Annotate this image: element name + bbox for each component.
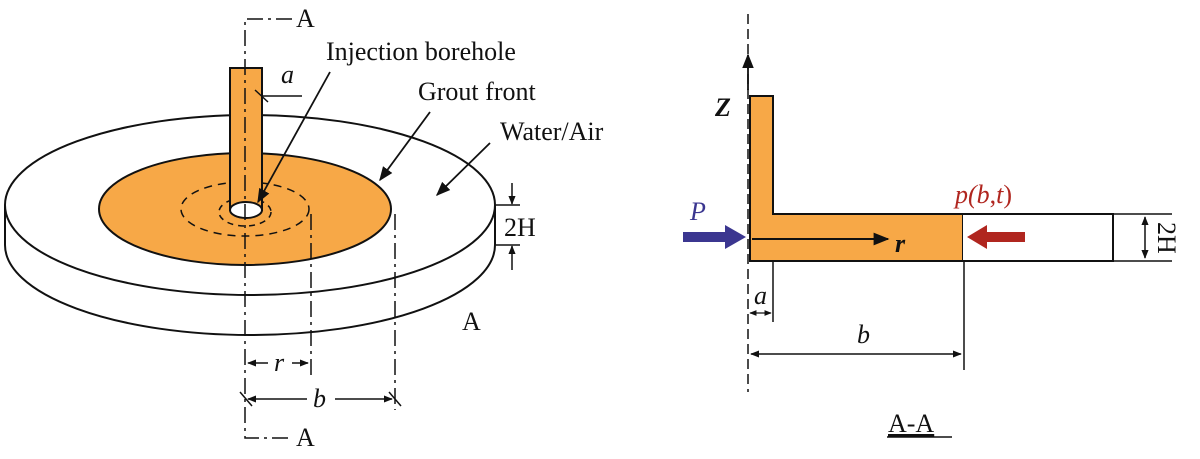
r-label: r xyxy=(274,348,285,377)
section-b-label: b xyxy=(857,320,870,349)
borehole-column xyxy=(229,67,263,211)
fracture-section xyxy=(963,213,1114,262)
water-label: Water/Air xyxy=(500,117,604,146)
section-line xyxy=(244,18,292,439)
grout-section xyxy=(749,95,964,262)
grout-front-arrow xyxy=(379,111,431,182)
injection-pressure-arrow xyxy=(683,225,746,249)
b-tick-right xyxy=(388,391,402,407)
section-thickness-label: 2H xyxy=(1152,222,1181,254)
b-tick-left xyxy=(239,391,253,407)
left-3d-view: A A A a Injection borehole Grout front W… xyxy=(4,4,604,452)
grout-front-label: Grout front xyxy=(418,77,536,106)
a-label: a xyxy=(281,60,294,89)
section-label-bottom: A xyxy=(296,423,315,452)
section-label-top: A xyxy=(296,4,315,33)
hidden-borehole-ellipse xyxy=(218,197,272,227)
P-label: P xyxy=(689,197,706,226)
injection-label: Injection borehole xyxy=(326,37,516,66)
section-a-label: a xyxy=(754,281,767,310)
section-label-right: A xyxy=(462,307,481,336)
section-caption: A-A xyxy=(888,409,934,438)
z-label: Z xyxy=(714,93,731,122)
front-pressure-label: p(b,t) xyxy=(953,180,1012,209)
b-label: b xyxy=(313,384,326,413)
front-pressure-arrow xyxy=(967,225,1025,249)
right-section-view: Z r P p(b,t) 2H a b A-A xyxy=(683,14,1181,438)
r-axis-label: r xyxy=(895,229,906,258)
borehole-opening xyxy=(229,201,263,219)
thickness-label: 2H xyxy=(504,213,536,242)
injection-arrow xyxy=(257,71,331,204)
water-arrow xyxy=(435,142,491,197)
a-tick xyxy=(254,89,269,103)
